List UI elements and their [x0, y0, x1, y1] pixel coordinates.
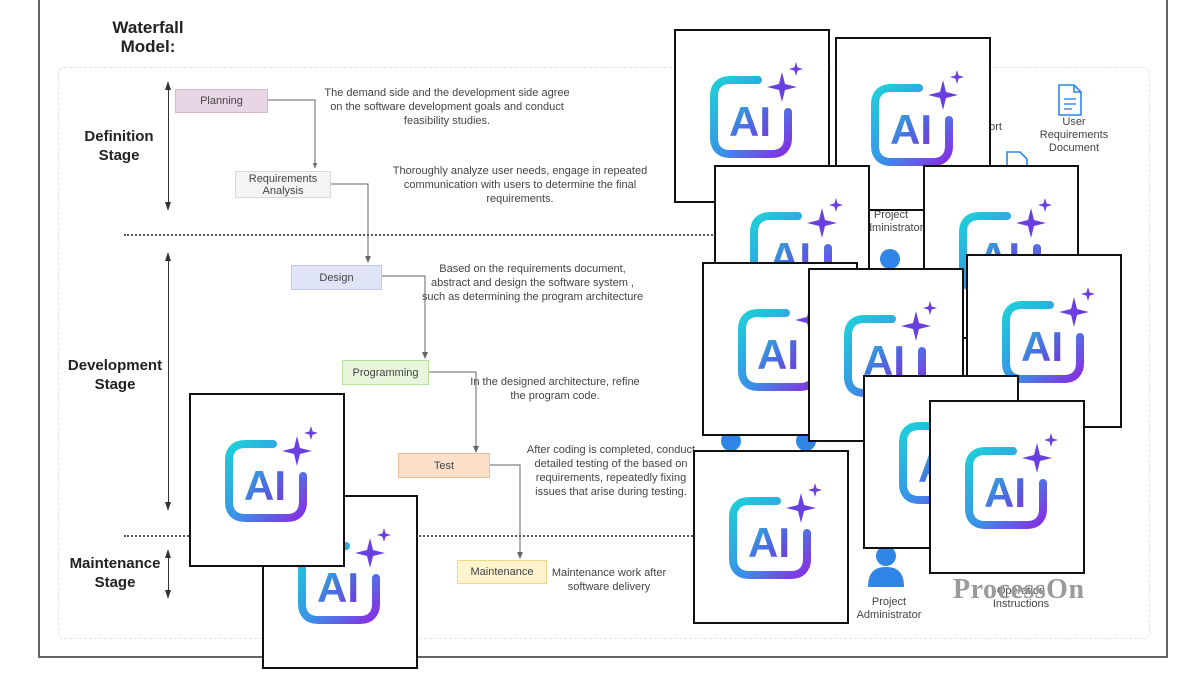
stage-arrow-head: [165, 502, 171, 511]
ai-sparkle-icon: AI: [710, 62, 803, 158]
stage-arrow-line: [168, 260, 169, 504]
description-requirements: Thoroughly analyze user needs, engage in…: [392, 165, 648, 205]
connector-programming-test: [429, 371, 477, 448]
ai-sparkle-icon: AI: [965, 433, 1058, 529]
ai-logo-text: AI: [244, 462, 286, 509]
node-maintenance[interactable]: Maintenance: [457, 560, 547, 584]
stage-label-maintenance: Maintenance Stage: [69, 555, 161, 591]
description-planning: The demand side and the development side…: [324, 87, 570, 127]
ai-logo-tile: AI: [929, 400, 1085, 574]
ai-sparkle-icon: AI: [738, 295, 831, 391]
document-icon: [1058, 84, 1082, 116]
ai-logo-tile: AI: [189, 393, 345, 567]
stage-arrow-head: [165, 252, 171, 261]
description-design: Based on the requirements document, abst…: [421, 263, 644, 303]
diagram-title: Waterfall Model:: [112, 18, 184, 56]
stage-label-definition: Definition Stage: [84, 128, 154, 164]
stage-separator: [124, 234, 724, 236]
connector-requirements-design: [331, 183, 369, 258]
ai-sparkle-icon: AI: [225, 426, 318, 522]
ai-logo-text: AI: [890, 106, 932, 153]
diagram-canvas: [58, 67, 1150, 639]
diagram-frame: [38, 0, 1168, 658]
label-project-administrator-top: Project Administrator: [858, 209, 924, 234]
stage-arrow-line: [168, 557, 169, 592]
ai-logo-text: AI: [757, 331, 799, 378]
ai-logo-tile: AI: [966, 254, 1122, 428]
node-test[interactable]: Test: [398, 453, 490, 478]
connector-design-programming: [382, 275, 426, 354]
ai-logo-text: AI: [1021, 323, 1063, 370]
label-user-requirements-document: User Requirements Document: [1039, 116, 1109, 154]
stage-arrow-head: [165, 81, 171, 90]
stage-label-development: Development Stage: [67, 357, 163, 393]
person-icon: [868, 546, 904, 587]
ai-logo-text: AI: [729, 98, 771, 145]
node-requirements-analysis[interactable]: Requirements Analysis: [235, 171, 331, 198]
person-icon: [880, 249, 900, 268]
person-icon: [721, 431, 741, 451]
ai-sparkle-icon: AI: [729, 483, 822, 579]
description-programming: In the designed architecture, refine the…: [470, 376, 640, 402]
description-test: After coding is completed, conduct detai…: [526, 444, 696, 498]
label-project-administrator-bottom: Project Administrator: [856, 596, 922, 621]
connector-test-maintenance: [490, 464, 521, 554]
stage-arrow-head: [165, 590, 171, 599]
stage-arrow-line: [168, 88, 169, 206]
watermark: ProcessOn: [953, 574, 1085, 605]
ai-sparkle-icon: AI: [871, 70, 964, 166]
ai-logo-text: AI: [748, 519, 790, 566]
node-programming[interactable]: Programming: [342, 360, 429, 385]
node-planning[interactable]: Planning: [175, 89, 268, 113]
connector-planning-requirements: [268, 99, 316, 165]
ai-logo-text: AI: [317, 564, 359, 611]
node-design[interactable]: Design: [291, 265, 382, 290]
ai-logo-text: AI: [984, 469, 1026, 516]
stage-arrow-head: [165, 549, 171, 558]
stage-arrow-head: [165, 202, 171, 211]
description-maintenance: Maintenance work after software delivery: [551, 567, 667, 593]
ai-logo-tile: AI: [693, 450, 849, 624]
label-operation-instructions: Operation Instructions: [992, 585, 1050, 610]
ai-sparkle-icon: AI: [1002, 287, 1095, 383]
